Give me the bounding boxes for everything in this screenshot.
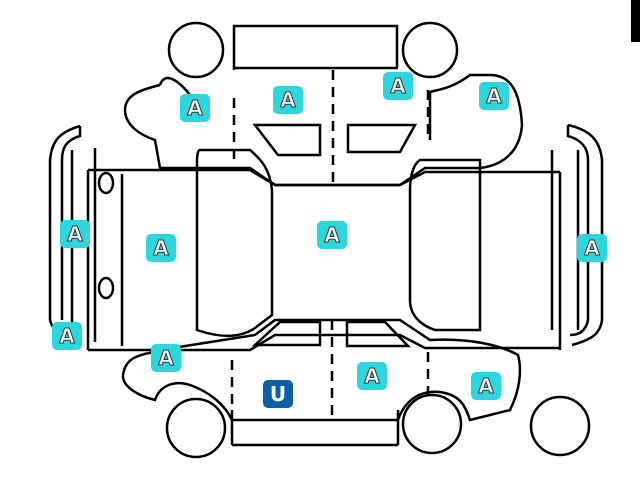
damage-marker-left-front-fender[interactable]: A xyxy=(180,94,210,122)
damage-marker-left-front-door[interactable]: A xyxy=(273,86,303,114)
right-side-view xyxy=(121,318,591,459)
damage-marker-rear-bumper[interactable]: A xyxy=(577,234,607,262)
damage-marker-right-rear-quarter[interactable]: A xyxy=(471,372,501,400)
right-rear-wheel xyxy=(401,393,463,455)
spare-wheel xyxy=(529,395,591,457)
left-rear-wheel xyxy=(401,21,459,79)
screen-edge-bar xyxy=(631,0,640,42)
damage-marker-right-front-fender[interactable]: A xyxy=(151,344,181,372)
damage-marker-left-rear-door[interactable]: A xyxy=(383,72,413,100)
damage-marker-left-rear-quarter[interactable]: A xyxy=(479,82,509,110)
right-front-wheel xyxy=(165,397,227,459)
left-side-view xyxy=(123,21,524,187)
damage-marker-right-front-door[interactable]: U xyxy=(263,380,293,408)
damage-marker-hood[interactable]: A xyxy=(146,234,176,262)
damage-marker-front-bumper-corner[interactable]: A xyxy=(52,322,82,350)
left-front-wheel xyxy=(167,21,225,79)
damage-marker-front-bumper[interactable]: A xyxy=(60,220,90,248)
damage-marker-roof[interactable]: A xyxy=(317,221,347,249)
damage-marker-right-rear-door[interactable]: A xyxy=(357,362,387,390)
